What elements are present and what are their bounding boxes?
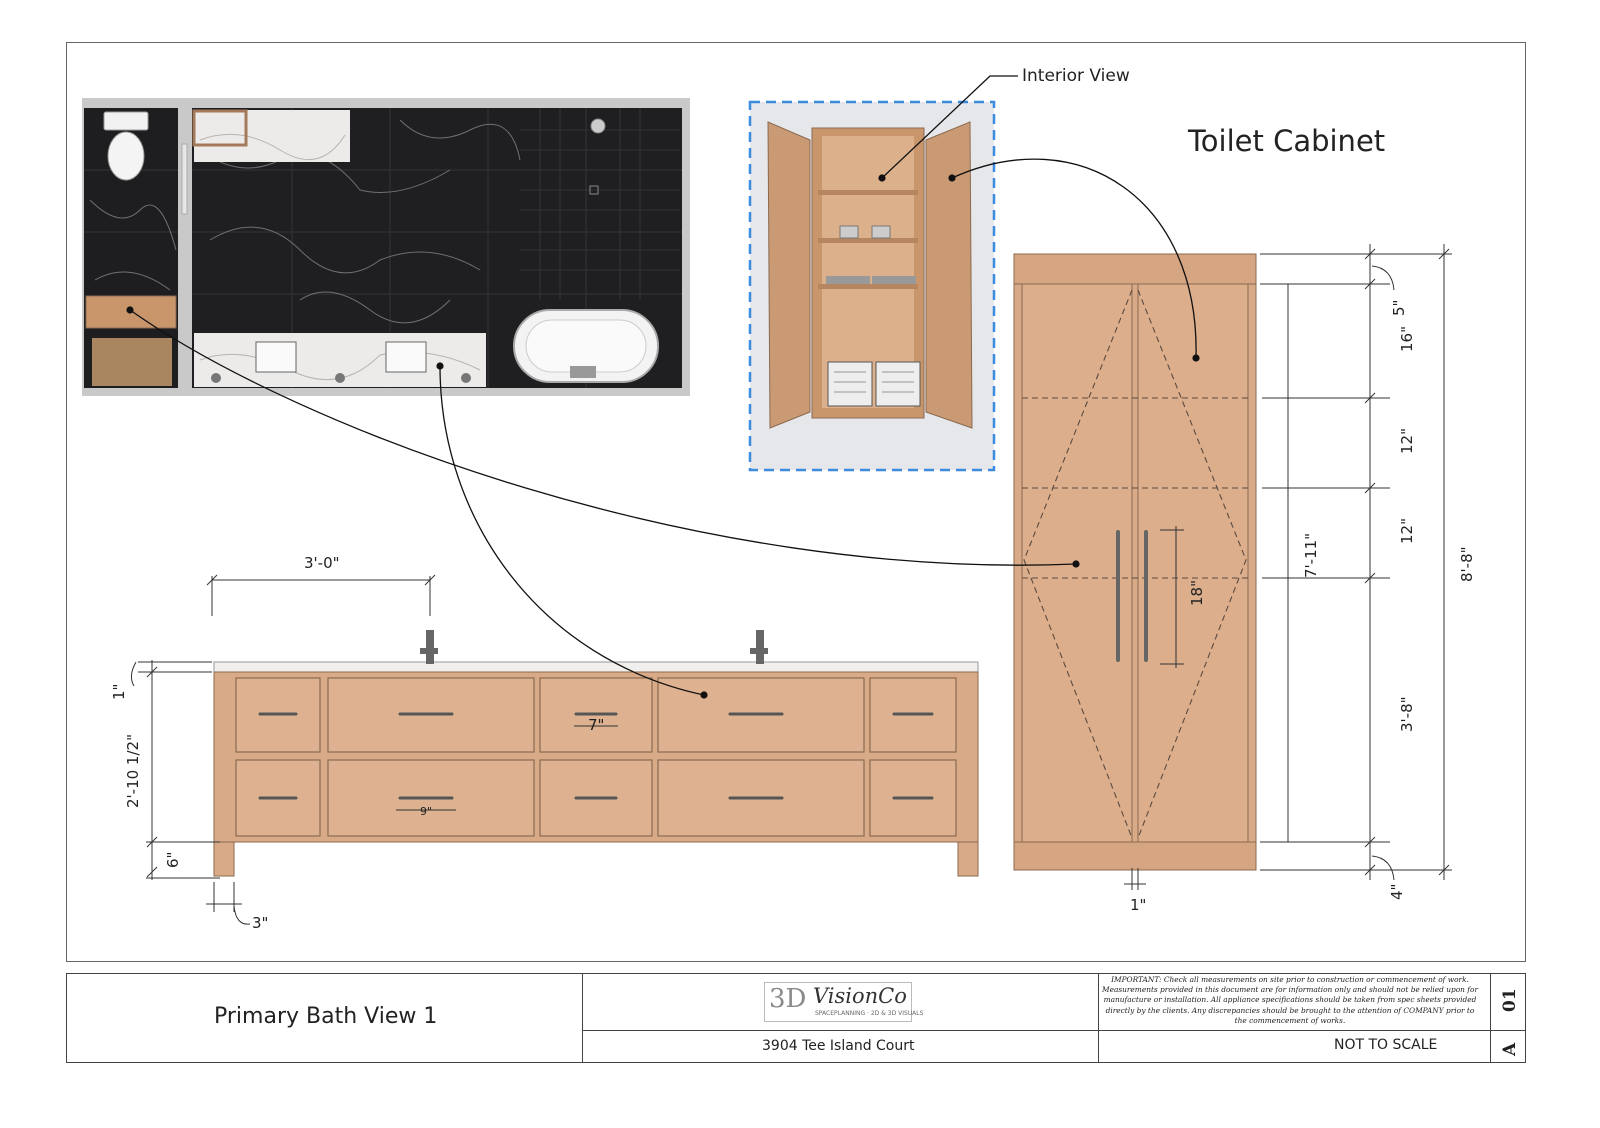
cabinet-section2-dim: 12" (1398, 428, 1416, 454)
cabinet-overall-dim: 8'-8" (1458, 546, 1476, 582)
vanity-width-dim: 3'-0" (304, 554, 340, 572)
cabinet-top-trim-dim: 5" (1390, 299, 1408, 316)
cabinet-gap-dim: 1" (1130, 896, 1147, 914)
title-block-divider-2 (1098, 973, 1099, 1063)
cabinet-section4-dim: 3'-8" (1398, 696, 1416, 732)
vanity-legs-dim: 6" (164, 851, 182, 868)
title-block-hline-2 (1490, 1030, 1526, 1031)
scale-note: NOT TO SCALE (1334, 1037, 1438, 1053)
cabinet-handle-dim: 18" (1188, 580, 1206, 606)
sheet-title: Primary Bath View 1 (214, 1004, 438, 1029)
title-block-divider-3 (1490, 973, 1491, 1063)
sheet-number: 01 (1500, 988, 1520, 1012)
project-address: 3904 Tee Island Court (762, 1038, 915, 1054)
interior-view-label: Interior View (1022, 66, 1130, 86)
vanity-height-dim: 2'-10 1/2" (124, 734, 142, 808)
logo-tagline: SPACEPLANNING · 2D & 3D VISUALS (815, 1010, 924, 1017)
logo-brand-name: VisionCo (813, 984, 907, 1008)
disclaimer-text: IMPORTANT: Check all measurements on sit… (1102, 975, 1479, 1025)
vanity-handle-large-dim: 9" (420, 805, 433, 818)
logo-3d: 3D (769, 984, 807, 1014)
toilet-cabinet-title: Toilet Cabinet (1188, 124, 1386, 158)
drawing-frame (66, 42, 1526, 962)
cabinet-section3-dim: 12" (1398, 518, 1416, 544)
title-block-hline (582, 1030, 1490, 1031)
sheet-letter: A (1500, 1042, 1520, 1056)
vanity-handle-small-dim: 7" (588, 716, 605, 734)
title-block (66, 973, 1526, 1063)
cabinet-door-height-dim: 7'-11" (1302, 532, 1320, 578)
vanity-top-dim: 1" (110, 683, 128, 700)
vanity-leg-width-dim: 3" (252, 914, 269, 932)
company-logo: 3D VisionCo SPACEPLANNING · 2D & 3D VISU… (764, 982, 923, 1022)
title-block-divider-1 (582, 973, 583, 1063)
cabinet-base-dim: 4" (1388, 883, 1406, 900)
cabinet-section1-dim: 16" (1398, 326, 1416, 352)
